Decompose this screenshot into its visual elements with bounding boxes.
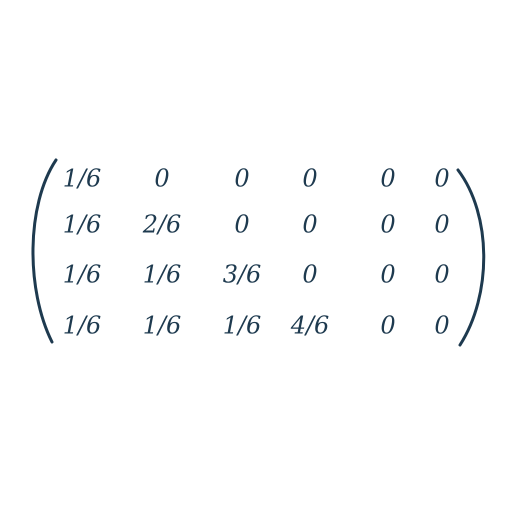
matrix-cell-r2-c5: 0: [380, 211, 395, 239]
matrix-cell-r3-c4: 0: [302, 261, 317, 289]
matrix-cell-r1-c2: 0: [154, 165, 169, 193]
matrix-cell-r3-c2: 1/6: [143, 261, 182, 289]
matrix-entries: 1/6 0 0 0 0 0 1/6 2/6 0 0 0 0 1/6 1/6 3/6 0 0 0 1/6 1/6 1/6 4…: [63, 165, 450, 340]
matrix-cell-r1-c5: 0: [380, 165, 395, 193]
matrix-cell-r4-c6: 0: [434, 312, 449, 340]
matrix-cell-r1-c1: 1/6: [63, 165, 102, 193]
matrix-cell-r3-c6: 0: [434, 261, 449, 289]
matrix-cell-r4-c2: 1/6: [143, 312, 182, 340]
matrix-cell-r4-c1: 1/6: [63, 312, 102, 340]
matrix-cell-r2-c1: 1/6: [63, 211, 102, 239]
matrix-cell-r3-c1: 1/6: [63, 261, 102, 289]
matrix-cell-r1-c4: 0: [302, 165, 317, 193]
matrix-cell-r4-c3: 1/6: [223, 312, 262, 340]
matrix-cell-r1-c3: 0: [234, 165, 249, 193]
matrix-cell-r2-c3: 0: [234, 211, 249, 239]
right-parenthesis: [456, 168, 486, 347]
matrix-cell-r3-c5: 0: [380, 261, 395, 289]
matrix-cell-r4-c5: 0: [380, 312, 395, 340]
matrix-cell-r2-c6: 0: [434, 211, 449, 239]
matrix-cell-r2-c2: 2/6: [142, 211, 182, 239]
left-parenthesis: [31, 158, 58, 344]
matrix-cell-r2-c4: 0: [302, 211, 317, 239]
matrix-cell-r3-c3: 3/6: [223, 261, 262, 289]
matrix-cell-r4-c4: 4/6: [290, 312, 330, 340]
matrix-cell-r1-c6: 0: [434, 165, 449, 193]
